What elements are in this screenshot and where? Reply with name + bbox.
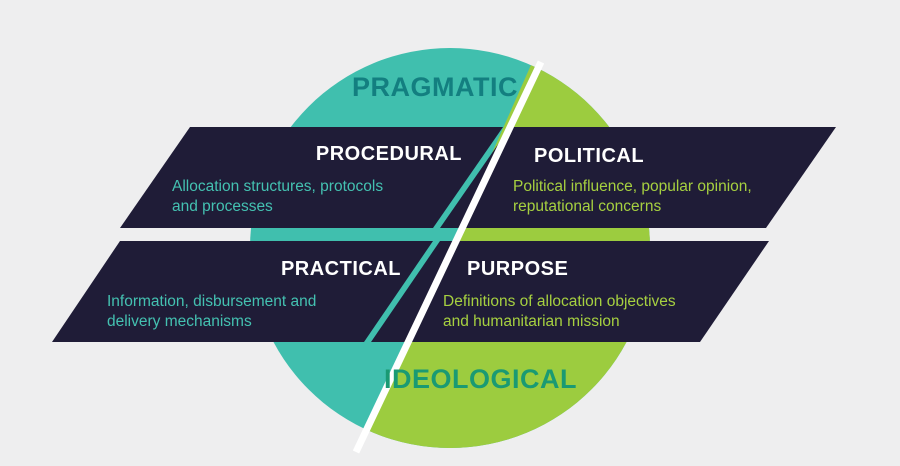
procedural-title: PROCEDURAL [315, 143, 462, 165]
procedural-desc-line-2: and processes [172, 198, 273, 215]
practical-desc-line-1: Information, disbursement and [107, 293, 317, 310]
purpose-description: Definitions of allocation objectives and… [443, 292, 676, 332]
political-desc-line-1: Political influence, popular opinion, [513, 178, 752, 195]
political-desc-line-2: reputational concerns [513, 198, 662, 215]
political-title: POLITICAL [534, 145, 645, 167]
procedural-desc-line-1: Allocation structures, protocols [172, 178, 384, 195]
practical-desc-line-2: delivery mechanisms [107, 313, 252, 330]
diagonal-divider [352, 60, 545, 454]
practical-panel [52, 241, 433, 342]
pragmatic-label: PRAGMATIC [352, 72, 518, 102]
procedural-description: Allocation structures, protocols and pro… [172, 177, 383, 217]
political-description: Political influence, popular opinion, re… [513, 177, 752, 217]
procedural-panel [120, 127, 503, 228]
purpose-panel [371, 241, 769, 342]
purpose-title: PURPOSE [467, 258, 569, 280]
purpose-desc-line-1: Definitions of allocation objectives [443, 293, 676, 310]
purpose-desc-line-2: and humanitarian mission [443, 313, 620, 330]
ideological-label: IDEOLOGICAL [384, 364, 577, 394]
practical-description: Information, disbursement and delivery m… [107, 292, 316, 332]
practical-title: PRACTICAL [280, 258, 401, 280]
political-panel [440, 127, 836, 228]
